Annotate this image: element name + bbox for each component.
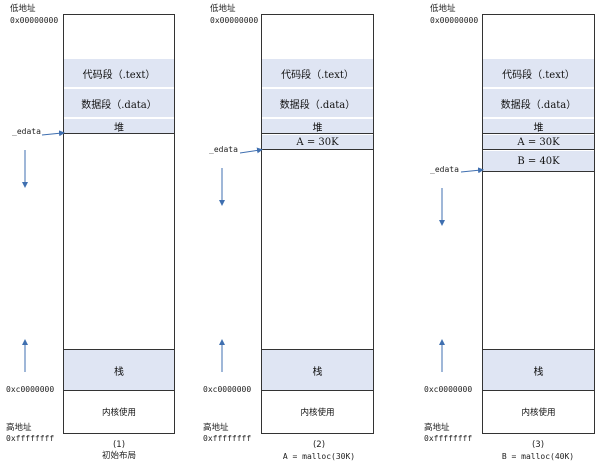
high-address-label: 高地址 xyxy=(203,423,229,433)
low-address-hex: 0x00000000 xyxy=(210,16,259,25)
alloc-a-block: A = 30K xyxy=(483,134,594,150)
panel-malloc-a: 低地址 0x00000000 代码段（.text） 数据段（.data） 堆 A… xyxy=(200,0,400,472)
high-address-label: 高地址 xyxy=(6,423,32,433)
edata-pointer-arrow xyxy=(460,167,484,174)
text-segment: 代码段（.text） xyxy=(483,58,594,87)
panel-arrows xyxy=(22,130,65,372)
stack-segment: 栈 xyxy=(64,349,174,391)
memory-column: 代码段（.text） 数据段（.data） 堆 A = 30K B = 40K … xyxy=(482,14,595,434)
heap-segment: 堆 xyxy=(483,118,594,134)
panel-caption: (2) A = malloc(30K) xyxy=(259,440,379,462)
data-segment: 数据段（.data） xyxy=(483,88,594,117)
low-address-label: 低地址 xyxy=(10,4,36,14)
kernel-start-hex: 0xc0000000 xyxy=(424,385,473,394)
heap-segment: 堆 xyxy=(64,118,174,134)
high-address-hex: 0xffffffff xyxy=(424,434,473,443)
heap-segment: 堆 xyxy=(262,118,373,134)
panel-initial-layout: 低地址 0x00000000 代码段（.text） 数据段（.data） 堆 栈… xyxy=(0,0,200,472)
high-address-hex: 0xffffffff xyxy=(203,434,252,443)
high-address-label: 高地址 xyxy=(424,423,450,433)
panel-caption: (3) B = malloc(40K) xyxy=(478,440,598,462)
alloc-b-block: B = 40K xyxy=(483,150,594,172)
low-address-hex: 0x00000000 xyxy=(430,16,479,25)
edata-label: _edata xyxy=(209,145,238,154)
kernel-start-hex: 0xc0000000 xyxy=(203,385,252,394)
high-address-hex: 0xffffffff xyxy=(6,434,55,443)
panel-caption-text: A = malloc(30K) xyxy=(282,452,356,461)
alloc-a-block: A = 30K xyxy=(262,134,373,150)
kernel-segment: 内核使用 xyxy=(101,408,136,418)
panel-arrows xyxy=(439,167,484,372)
edata-pointer-arrow xyxy=(41,130,65,137)
kernel-start-hex: 0xc0000000 xyxy=(6,385,55,394)
memory-column: 代码段（.text） 数据段（.data） 堆 栈 内核使用 xyxy=(63,14,175,434)
panel-malloc-b: 低地址 0x00000000 代码段（.text） 数据段（.data） 堆 A… xyxy=(400,0,600,472)
edata-label: _edata xyxy=(12,127,41,136)
memory-column: 代码段（.text） 数据段（.data） 堆 A = 30K 栈 内核使用 xyxy=(261,14,374,434)
panel-number: (1) xyxy=(112,440,126,450)
data-segment: 数据段（.data） xyxy=(64,88,174,117)
text-segment: 代码段（.text） xyxy=(262,58,373,87)
low-address-label: 低地址 xyxy=(430,4,456,14)
stack-segment: 栈 xyxy=(262,349,373,391)
low-address-label: 低地址 xyxy=(210,4,236,14)
kernel-segment: 内核使用 xyxy=(300,408,335,418)
panel-arrows xyxy=(219,147,263,372)
panel-number: (2) xyxy=(312,440,326,450)
data-segment: 数据段（.data） xyxy=(262,88,373,117)
stack-segment: 栈 xyxy=(483,349,594,391)
low-address-hex: 0x00000000 xyxy=(10,16,59,25)
panel-caption: (1) 初始布局 xyxy=(59,440,179,462)
kernel-segment: 内核使用 xyxy=(521,408,556,418)
edata-label: _edata xyxy=(430,165,459,174)
panel-number: (3) xyxy=(531,440,545,450)
edata-pointer-arrow xyxy=(239,147,263,154)
panel-caption-text: 初始布局 xyxy=(101,451,136,461)
panel-caption-text: B = malloc(40K) xyxy=(501,452,575,461)
text-segment: 代码段（.text） xyxy=(64,58,174,87)
